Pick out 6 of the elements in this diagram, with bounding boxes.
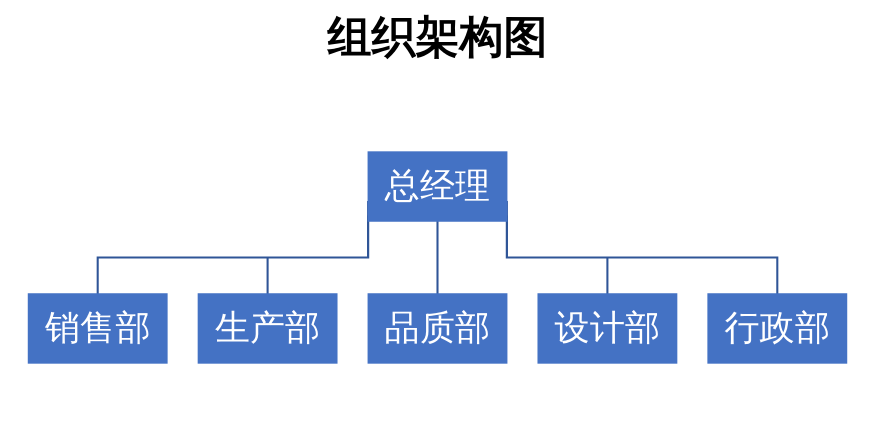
department-box: 行政部 — [707, 293, 848, 364]
title: 组织架构图 — [328, 12, 548, 63]
department-box: 设计部 — [537, 293, 678, 364]
department-box: 生产部 — [198, 293, 338, 364]
department-box: 品质部 — [368, 293, 508, 364]
connector-line — [436, 221, 439, 295]
